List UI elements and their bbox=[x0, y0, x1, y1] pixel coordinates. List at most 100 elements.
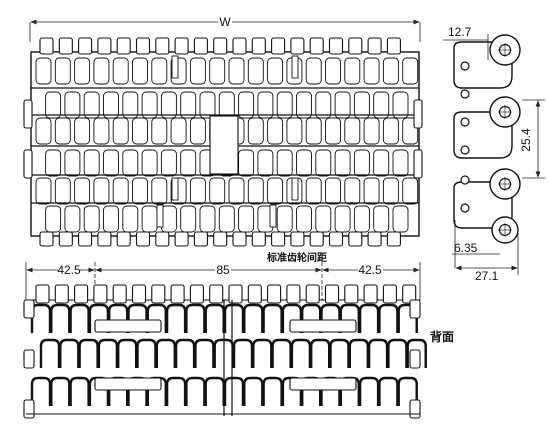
bottom-tooth bbox=[135, 231, 151, 247]
bottom-tooth bbox=[386, 231, 401, 247]
link-loop bbox=[117, 338, 138, 368]
end-cap bbox=[413, 99, 423, 129]
module-link bbox=[64, 205, 81, 233]
module-link bbox=[353, 149, 370, 177]
top-tooth bbox=[309, 37, 324, 55]
module-link bbox=[103, 91, 119, 119]
overall-width-dimension: 27.1 bbox=[455, 230, 519, 283]
module-link bbox=[363, 177, 380, 205]
bottom-tooth bbox=[116, 231, 131, 247]
module-link bbox=[325, 177, 341, 205]
link-loop bbox=[223, 376, 245, 406]
link-loop bbox=[88, 303, 110, 333]
module-link bbox=[228, 57, 245, 85]
drive-tooth bbox=[209, 284, 224, 304]
bottom-tooth bbox=[290, 231, 305, 247]
module-link bbox=[189, 57, 206, 85]
module-link bbox=[45, 149, 62, 177]
link-loop bbox=[301, 303, 322, 333]
module-link bbox=[315, 205, 332, 233]
link-loop bbox=[290, 338, 312, 368]
side-view-links bbox=[453, 34, 521, 244]
bottom-view: 42.5 85 42.5 bbox=[23, 262, 427, 419]
module-link bbox=[315, 91, 332, 119]
drive-tooth bbox=[74, 284, 89, 304]
link-loop bbox=[174, 338, 196, 368]
bottom-tooth bbox=[309, 231, 324, 247]
drive-tooth bbox=[228, 284, 243, 304]
top-tooth bbox=[367, 37, 382, 55]
module-link bbox=[160, 205, 177, 233]
module-link bbox=[382, 117, 399, 145]
module-link bbox=[305, 177, 322, 205]
module-link bbox=[35, 117, 52, 145]
link-loop bbox=[127, 303, 148, 333]
module-link bbox=[103, 149, 119, 177]
top-tooth bbox=[290, 37, 305, 55]
module-link bbox=[180, 149, 197, 177]
pin-hole bbox=[460, 203, 470, 213]
module-link bbox=[382, 57, 399, 85]
sprocket-bar bbox=[94, 319, 162, 333]
module-link bbox=[151, 117, 168, 145]
end-cap bbox=[409, 349, 421, 369]
module-link bbox=[180, 205, 197, 233]
spacing-right-label: 42.5 bbox=[358, 263, 382, 277]
link-loop bbox=[271, 338, 292, 368]
link-loop bbox=[262, 376, 283, 406]
module-link bbox=[151, 177, 168, 205]
end-cap bbox=[413, 149, 423, 179]
module-link bbox=[218, 91, 235, 119]
module-link bbox=[54, 57, 71, 85]
bottom-tooth bbox=[271, 231, 286, 247]
pin-hole bbox=[460, 89, 470, 99]
module-link bbox=[373, 149, 390, 177]
module-link bbox=[112, 57, 129, 85]
link-loop bbox=[165, 303, 187, 333]
retainer-clip bbox=[171, 55, 179, 79]
link-loop bbox=[50, 376, 71, 406]
module-link bbox=[267, 117, 284, 145]
top-tooth bbox=[39, 37, 54, 55]
module-link bbox=[296, 149, 312, 177]
sprocket-bar bbox=[289, 377, 357, 391]
module-link bbox=[64, 91, 81, 119]
module-link bbox=[218, 205, 235, 233]
module-link bbox=[122, 149, 139, 177]
drive-tooth bbox=[35, 284, 50, 304]
module-link bbox=[247, 117, 264, 145]
module-link bbox=[122, 205, 139, 233]
module-link bbox=[353, 205, 370, 233]
module-link bbox=[132, 117, 148, 145]
link-loop bbox=[97, 338, 119, 368]
drive-tooth bbox=[344, 284, 359, 304]
link-loop bbox=[30, 303, 52, 333]
bottom-tooth bbox=[78, 231, 93, 247]
module-link bbox=[45, 91, 62, 119]
spacing-dimension: 42.5 85 42.5 bbox=[25, 262, 421, 300]
module-link bbox=[247, 177, 264, 205]
module-link bbox=[238, 149, 255, 177]
bottom-view-belt-body bbox=[23, 284, 427, 419]
module-link bbox=[112, 117, 129, 145]
top-tooth bbox=[271, 37, 286, 55]
module-link bbox=[228, 177, 245, 205]
link-loop bbox=[50, 303, 71, 333]
drive-tooth bbox=[112, 284, 127, 304]
module-link bbox=[112, 177, 129, 205]
bottom-tooth bbox=[232, 231, 247, 247]
link-loop bbox=[281, 303, 303, 333]
module-link bbox=[54, 117, 71, 145]
link-loop bbox=[397, 376, 418, 406]
module-link bbox=[199, 205, 216, 233]
drive-tooth bbox=[93, 284, 108, 304]
module-link bbox=[296, 91, 312, 119]
module-link bbox=[267, 177, 284, 205]
bottom-tooth bbox=[251, 231, 266, 247]
module-link bbox=[180, 91, 197, 119]
top-tooth bbox=[193, 37, 208, 55]
drive-tooth bbox=[54, 284, 69, 304]
module-link bbox=[141, 91, 158, 119]
module-link bbox=[238, 205, 255, 233]
